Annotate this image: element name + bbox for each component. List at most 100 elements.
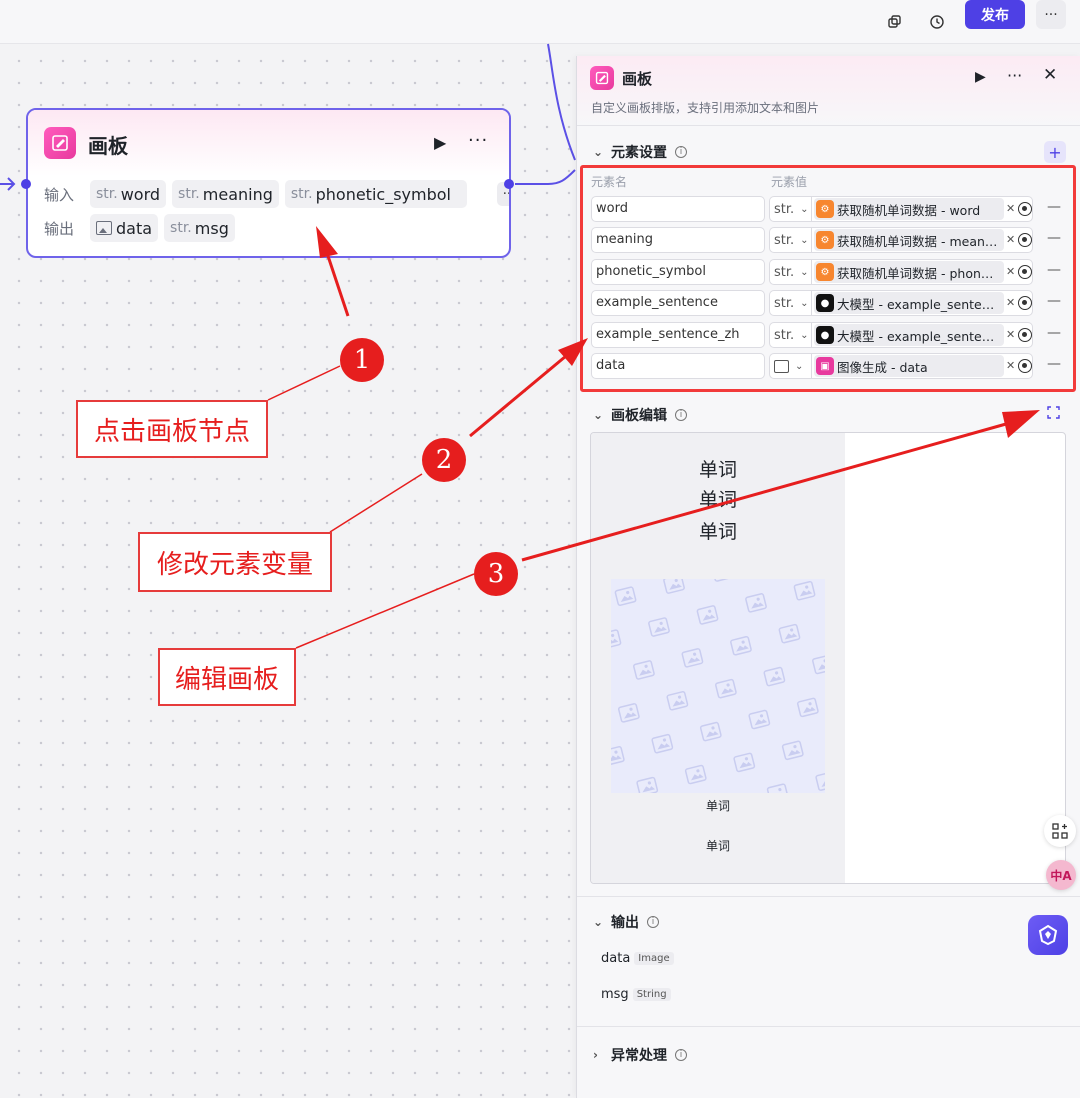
element-name-input[interactable]: data	[591, 353, 765, 379]
divider	[577, 896, 1080, 897]
element-row: example_sentence_zh str.⌄ ●大模型 - example…	[591, 322, 1071, 348]
remove-element-button[interactable]: —	[1047, 199, 1061, 215]
chevron-right-icon: ›	[593, 1048, 598, 1062]
workflow-icon: ⚙	[816, 200, 834, 218]
remove-element-button[interactable]: —	[1047, 293, 1061, 309]
canvas-text-example-zh[interactable]: 单词	[705, 839, 730, 853]
add-element-button[interactable]: +	[1044, 141, 1066, 163]
variable-picker-icon[interactable]	[1018, 265, 1032, 279]
element-name-input[interactable]: meaning	[591, 227, 765, 253]
output-item: data Image	[601, 951, 674, 966]
info-icon[interactable]: i	[675, 409, 687, 421]
info-icon[interactable]: i	[675, 146, 687, 158]
canvas-edit-section-title: 画板编辑	[611, 408, 667, 424]
annotation-note: 修改元素变量	[138, 532, 332, 592]
play-icon[interactable]: ▶	[975, 69, 986, 85]
element-type-select[interactable]: str.⌄	[769, 227, 811, 253]
clear-icon[interactable]: ✕	[1006, 202, 1016, 215]
clear-icon[interactable]: ✕	[1006, 359, 1016, 372]
expand-icon[interactable]	[1047, 406, 1060, 419]
variable-picker-icon[interactable]	[1018, 296, 1032, 310]
output-type-badge: String	[632, 988, 671, 1001]
output-type-badge: Image	[634, 952, 674, 965]
element-value-ref[interactable]: ●大模型 - example_sentence··· ✕	[811, 322, 1033, 348]
element-value-ref[interactable]: ⚙获取随机单词数据 - word ✕	[811, 196, 1033, 222]
canvas-text-phonetic[interactable]: 单词	[698, 521, 737, 543]
element-type-select[interactable]: str.⌄	[769, 322, 811, 348]
panel-description: 自定义画板排版，支持引用添加文本和图片	[591, 101, 820, 115]
output-name: msg	[601, 987, 629, 1002]
output-tag-data: data	[90, 214, 159, 242]
node-more-icon[interactable]: ···	[468, 130, 489, 151]
image-placeholder[interactable]	[611, 579, 825, 793]
clear-icon[interactable]: ✕	[1006, 296, 1016, 309]
output-section-toggle[interactable]: ⌄ 输出 i	[593, 912, 659, 932]
canvas-text-example[interactable]: 单词	[705, 799, 730, 813]
canvas-node[interactable]: 画板 ▶ ··· 输入 str.word str.meaning str.pho…	[26, 108, 511, 258]
element-value-ref[interactable]: ●大模型 - example_sentence ✕	[811, 290, 1033, 316]
canvas-artboard[interactable]: 单词 单词 单词	[591, 433, 845, 883]
apps-icon[interactable]	[1044, 815, 1076, 847]
element-name-input[interactable]: example_sentence_zh	[591, 322, 765, 348]
publish-button[interactable]: 发布	[965, 0, 1025, 29]
element-value-ref[interactable]: ⚙获取随机单词数据 - phoneti··· ✕	[811, 259, 1033, 285]
error-handling-section-toggle[interactable]: › 异常处理 i	[593, 1045, 687, 1065]
copy-icon[interactable]	[880, 7, 910, 37]
llm-icon: ●	[816, 294, 834, 312]
variable-picker-icon[interactable]	[1018, 359, 1032, 373]
remove-element-button[interactable]: —	[1047, 230, 1061, 246]
element-row: data ⌄ ▣图像生成 - data ✕ —	[591, 353, 1071, 379]
canvas-panel-icon	[590, 66, 614, 90]
output-label: 输出	[44, 219, 75, 238]
clear-icon[interactable]: ✕	[1006, 265, 1016, 278]
remove-element-button[interactable]: —	[1047, 262, 1061, 278]
clear-icon[interactable]: ✕	[1006, 233, 1016, 246]
canvas-editor[interactable]: 单词 单词 单词	[590, 432, 1066, 884]
element-name-input[interactable]: word	[591, 196, 765, 222]
node-output-port[interactable]	[504, 179, 514, 189]
llm-icon: ●	[816, 326, 834, 344]
workflow-icon: ⚙	[816, 263, 834, 281]
element-type-select[interactable]: str.⌄	[769, 196, 811, 222]
annotation-number: 1	[340, 338, 384, 382]
canvas-text-meaning[interactable]: 单词	[698, 489, 737, 511]
elements-section-toggle[interactable]: ⌄ 元素设置 i	[593, 142, 687, 162]
translate-icon[interactable]: 中A	[1046, 860, 1076, 890]
element-type-select[interactable]: str.⌄	[769, 290, 811, 316]
image-type-icon	[96, 221, 112, 235]
remove-element-button[interactable]: —	[1047, 356, 1061, 372]
canvas-text-word[interactable]: 单词	[698, 459, 737, 481]
element-value-ref[interactable]: ▣图像生成 - data ✕	[811, 353, 1033, 379]
variable-picker-icon[interactable]	[1018, 328, 1032, 342]
node-inputs-row: 输入 str.word str.meaning str.phonetic_sym…	[44, 180, 509, 208]
history-icon[interactable]	[922, 7, 952, 37]
element-name-input[interactable]: phonetic_symbol	[591, 259, 765, 285]
clear-icon[interactable]: ✕	[1006, 328, 1016, 341]
input-label: 输入	[44, 185, 75, 204]
element-name-input[interactable]: example_sentence	[591, 290, 765, 316]
info-icon[interactable]: i	[647, 916, 659, 928]
panel-more-icon[interactable]: ···	[1007, 66, 1023, 85]
workflow-icon: ⚙	[816, 231, 834, 249]
ai-assistant-icon[interactable]	[1028, 915, 1068, 955]
more-options-button[interactable]: ···	[1036, 0, 1066, 29]
variable-picker-icon[interactable]	[1018, 202, 1032, 216]
element-type-select[interactable]: ⌄	[769, 353, 811, 379]
remove-element-button[interactable]: —	[1047, 325, 1061, 341]
element-value-ref[interactable]: ⚙获取随机单词数据 - meaning ✕	[811, 227, 1033, 253]
node-input-port[interactable]	[21, 179, 31, 189]
variable-picker-icon[interactable]	[1018, 233, 1032, 247]
output-section-title: 输出	[611, 915, 639, 931]
close-icon[interactable]: ✕	[1043, 65, 1058, 85]
canvas-node-icon	[44, 127, 76, 159]
element-type-select[interactable]: str.⌄	[769, 259, 811, 285]
play-icon[interactable]: ▶	[434, 133, 447, 152]
canvas-edit-section-toggle[interactable]: ⌄ 画板编辑 i	[593, 405, 687, 425]
annotation-number: 2	[422, 438, 466, 482]
info-icon[interactable]: i	[675, 1049, 687, 1061]
error-handling-section-title: 异常处理	[611, 1048, 667, 1064]
top-toolbar: 发布 ···	[0, 0, 1080, 44]
output-tag-msg: str.msg	[164, 214, 235, 242]
node-header: 画板 ▶ ···	[28, 110, 509, 176]
annotation-note: 点击画板节点	[76, 400, 268, 458]
